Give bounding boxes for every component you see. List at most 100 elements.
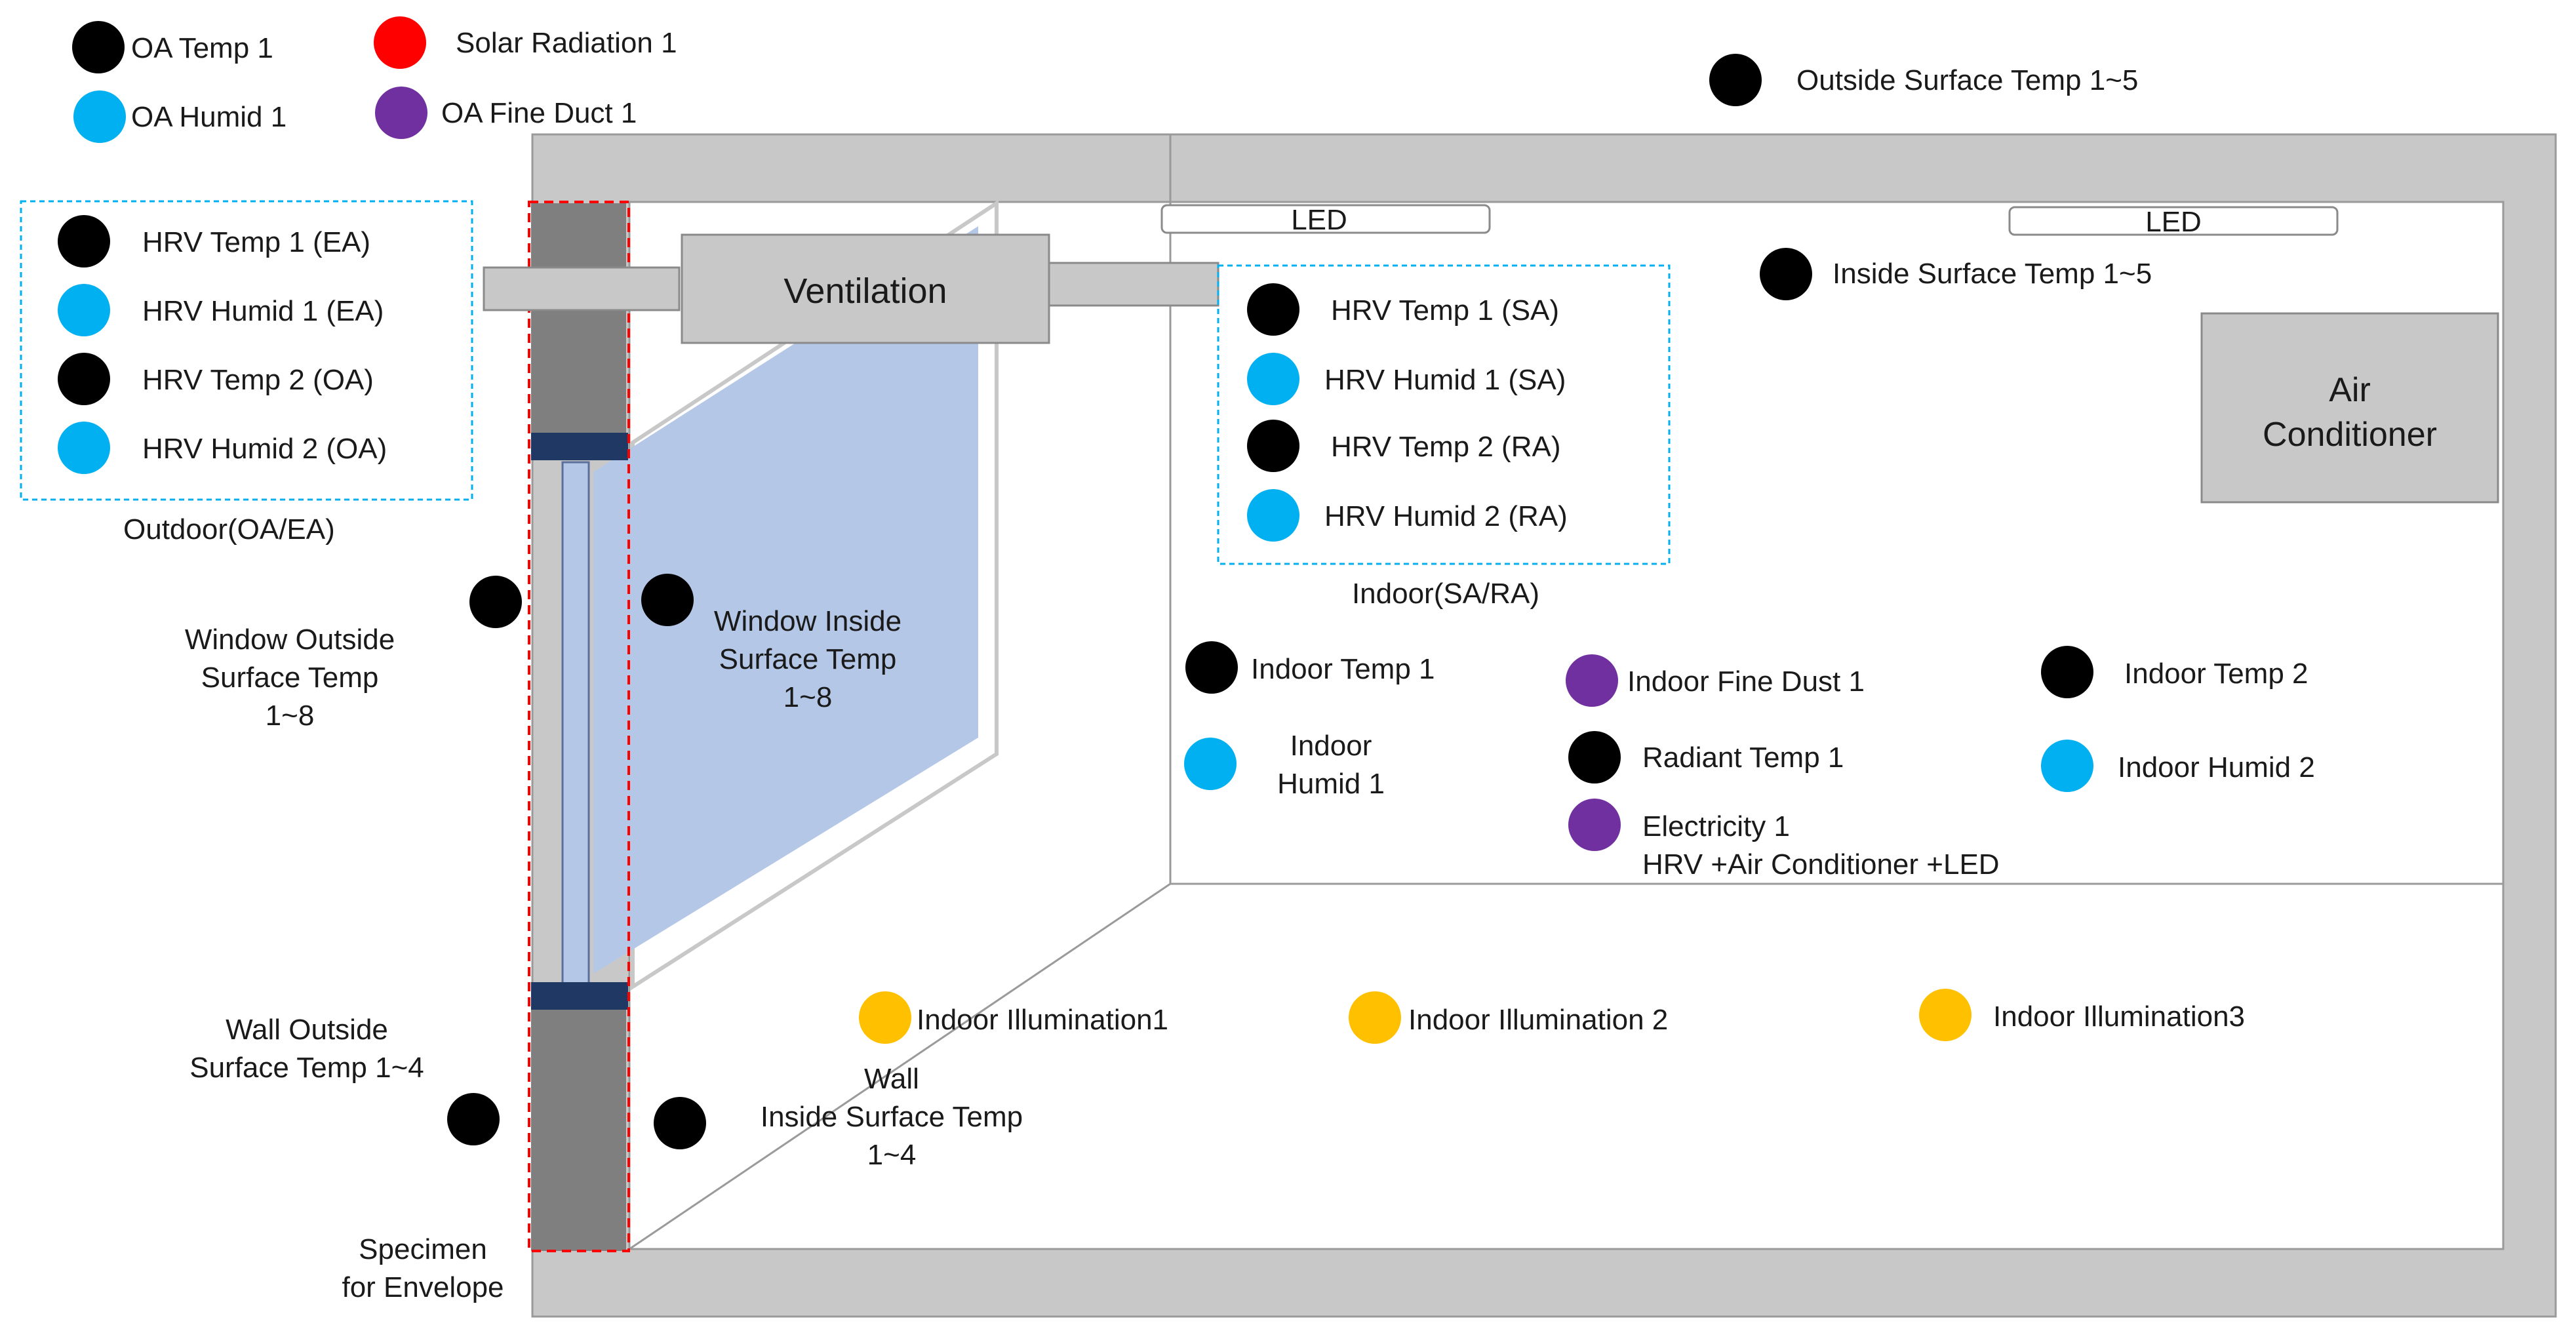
hrv-humid-1-ea-marker [58, 284, 110, 336]
hrv-humid-2-ra-label: HRV Humid 2 (RA) [1324, 500, 1568, 532]
indoor-sensors: Indoor Temp 1 Indoor Humid 1 Indoor Fine… [859, 641, 2315, 1044]
ventilation-system: Ventilation [483, 233, 1219, 344]
window-inside-label-line-3: 1~8 [783, 681, 833, 713]
radiant-temp-label: Radiant Temp 1 [1642, 742, 1844, 774]
indoor-illumination-1-marker [859, 991, 911, 1044]
oa-humid-marker [73, 90, 126, 143]
wall-inside-surface-temp-marker [654, 1097, 706, 1149]
indoor-humid-1-label-line-1: Indoor [1290, 730, 1372, 762]
hrv-temp-2-oa-label: HRV Temp 2 (OA) [142, 364, 374, 396]
specimen-dashed-outline [528, 201, 630, 1252]
indoor-box-caption: Indoor(SA/RA) [1352, 578, 1539, 610]
indoor-temp-1-label: Indoor Temp 1 [1251, 653, 1435, 685]
indoor-humid-1-label-line-2: Humid 1 [1277, 768, 1385, 800]
hrv-temp-2-ra-marker [1247, 420, 1299, 472]
hrv-humid-2-oa-label: HRV Humid 2 (OA) [142, 433, 387, 465]
oa-humid-label: OA Humid 1 [131, 101, 287, 133]
window-outside-label-line-3: 1~8 [266, 700, 315, 732]
legend: OA Temp 1 Solar Radiation 1 OA Humid 1 O… [72, 16, 677, 143]
indoor-humid-2-label: Indoor Humid 2 [2118, 751, 2315, 784]
indoor-temp-1-marker [1185, 641, 1238, 694]
window-inside-label-line-1: Window Inside [714, 605, 902, 637]
wall-inside-label-line-3: 1~4 [867, 1139, 917, 1171]
air-conditioner: Air Conditioner [2200, 312, 2499, 504]
wall-outside-surface-temp-marker [447, 1093, 500, 1145]
electricity-label-line-1: Electricity 1 [1642, 810, 1790, 843]
air-conditioner-label-line-2: Conditioner [2263, 416, 2437, 454]
outdoor-sensor-group: HRV Temp 1 (EA) HRV Humid 1 (EA) HRV Tem… [20, 200, 473, 545]
outdoor-box-caption: Outdoor(OA/EA) [123, 513, 335, 545]
outside-surface-temp-label: Outside Surface Temp 1~5 [1796, 64, 2138, 96]
window-outside-label-line-1: Window Outside [185, 624, 395, 656]
specimen-wall-lower [531, 1010, 626, 1251]
indoor-dashed-box [1217, 264, 1671, 565]
hrv-temp-1-sa-marker [1247, 283, 1299, 336]
hrv-humid-1-sa-marker [1247, 353, 1299, 405]
air-conditioner-unit [2200, 312, 2499, 504]
window-glass [593, 226, 978, 974]
specimen-label-line-2: for Envelope [342, 1271, 504, 1303]
led-fixtures: LED LED [1160, 204, 2339, 238]
outdoor-dashed-box [20, 200, 473, 501]
radiant-temp-marker [1568, 731, 1621, 784]
specimen-label-line-1: Specimen [359, 1233, 487, 1265]
window-outside-surface-temp-marker [469, 576, 522, 628]
indoor-illumination-2-marker [1349, 991, 1401, 1044]
wall-outside-label-line-2: Surface Temp 1~4 [189, 1052, 424, 1084]
indoor-sensor-group: HRV Temp 1 (SA) HRV Humid 1 (SA) HRV Tem… [1217, 264, 1671, 610]
window-inside-surface-temp-marker [641, 574, 694, 626]
duct-indoor [1046, 262, 1219, 307]
oa-dust-label: OA Fine Duct 1 [441, 97, 637, 129]
ventilation-label: Ventilation [783, 271, 947, 311]
indoor-humid-1-marker [1184, 738, 1237, 790]
hrv-humid-1-ea-label: HRV Humid 1 (EA) [142, 295, 384, 327]
floor-perspective-line [629, 883, 1171, 1250]
specimen-frame-top [531, 433, 628, 460]
led-fixture-1 [1160, 204, 1491, 234]
hrv-temp-2-oa-marker [58, 353, 110, 405]
envelope-specimen [528, 201, 630, 1252]
oa-temp-label: OA Temp 1 [131, 32, 273, 64]
inside-surface-temp-marker [1760, 248, 1812, 300]
indoor-humid-2-marker [2041, 740, 2093, 792]
hrv-humid-2-ra-marker [1247, 489, 1299, 542]
wall-inside-label-line-1: Wall [864, 1063, 919, 1095]
ventilation-unit [681, 233, 1050, 344]
duct-outdoor [483, 266, 681, 311]
hrv-temp-1-ea-marker [58, 215, 110, 268]
indoor-illumination-3-marker [1919, 989, 1972, 1041]
hrv-humid-1-sa-label: HRV Humid 1 (SA) [1324, 364, 1566, 396]
oa-temp-marker [72, 21, 125, 73]
led-label-1: LED [1291, 204, 1347, 236]
indoor-illumination-2-label: Indoor Illumination 2 [1408, 1004, 1668, 1036]
air-conditioner-label-line-1: Air [2329, 371, 2371, 409]
indoor-illumination-3-label: Indoor Illumination3 [1993, 1001, 2245, 1033]
led-label-2: LED [2145, 206, 2202, 238]
hrv-temp-2-ra-label: HRV Temp 2 (RA) [1331, 431, 1560, 463]
oa-dust-marker [375, 87, 427, 139]
solar-radiation-label: Solar Radiation 1 [456, 27, 677, 59]
wall-outside-label-line-1: Wall Outside [226, 1014, 388, 1046]
indoor-fine-dust-marker [1566, 654, 1618, 707]
electricity-marker [1568, 799, 1621, 851]
surface-sensors: Outside Surface Temp 1~5 Inside Surface … [185, 54, 2152, 1303]
window-inside-label-line-2: Surface Temp [719, 643, 897, 675]
electricity-label-line-2: HRV +Air Conditioner +LED [1642, 848, 2000, 881]
hrv-temp-1-ea-label: HRV Temp 1 (EA) [142, 226, 370, 258]
inside-surface-temp-label: Inside Surface Temp 1~5 [1833, 258, 2152, 290]
specimen-window-sash [561, 461, 590, 988]
indoor-temp-2-label: Indoor Temp 2 [2124, 658, 2308, 690]
window-outside-label-line-2: Surface Temp [201, 662, 379, 694]
indoor-illumination-1-label: Indoor Illumination1 [917, 1004, 1168, 1036]
indoor-temp-2-marker [2041, 646, 2093, 698]
specimen-wall-upper [531, 203, 626, 436]
hrv-temp-1-sa-label: HRV Temp 1 (SA) [1331, 294, 1559, 327]
outside-surface-temp-marker [1709, 54, 1762, 106]
specimen-frame-bottom [531, 982, 628, 1010]
indoor-fine-dust-label: Indoor Fine Dust 1 [1627, 665, 1865, 698]
led-fixture-2 [2008, 206, 2339, 236]
solar-radiation-marker [374, 16, 426, 69]
hrv-humid-2-oa-marker [58, 422, 110, 474]
wall-inside-label-line-2: Inside Surface Temp [761, 1101, 1023, 1133]
